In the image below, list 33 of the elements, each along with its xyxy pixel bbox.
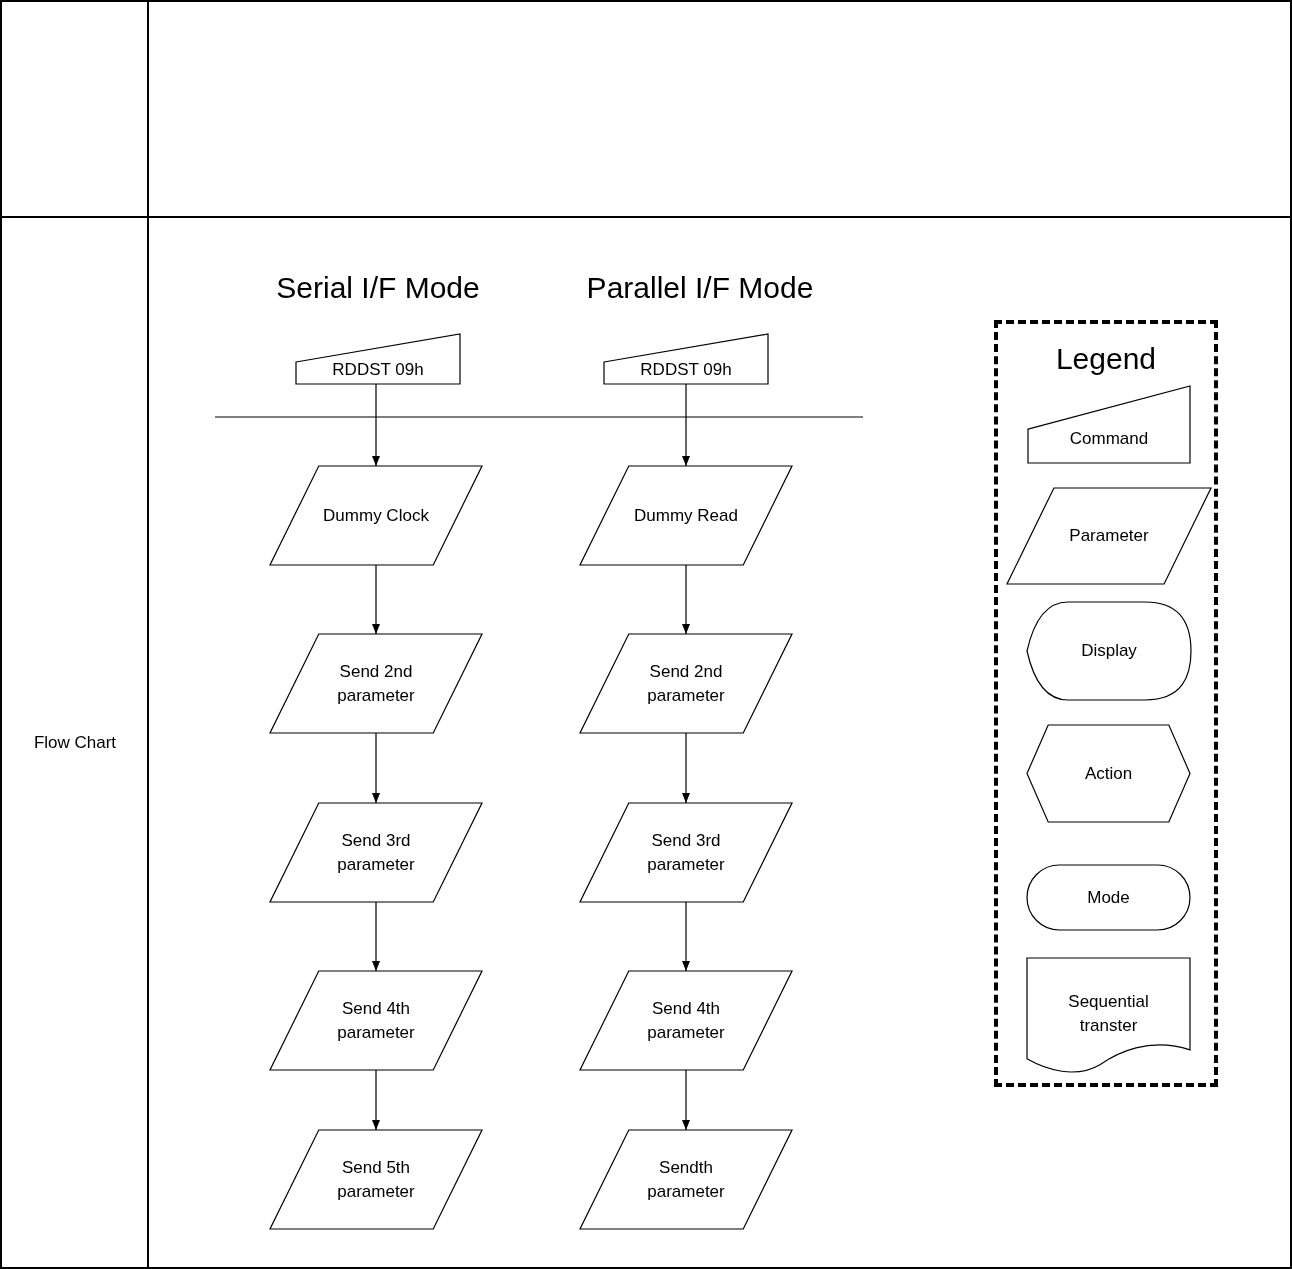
node-text: Send 5th parameter bbox=[336, 1156, 416, 1203]
node-text: Send 3rd parameter bbox=[646, 829, 726, 876]
node-text: Send 2nd parameter bbox=[646, 660, 726, 707]
node-text: RDDST 09h bbox=[332, 359, 424, 381]
node-text: Action bbox=[1084, 762, 1133, 785]
node-text: Mode bbox=[1087, 886, 1130, 909]
column-heading: Serial I/F Mode bbox=[276, 271, 480, 305]
node-text: Sendth parameter bbox=[646, 1156, 726, 1203]
node-text: Parameter bbox=[1069, 525, 1149, 547]
arrow bbox=[682, 564, 690, 635]
node-text: Send 4th parameter bbox=[336, 997, 416, 1044]
arrow bbox=[372, 732, 380, 804]
arrow bbox=[372, 901, 380, 972]
arrow bbox=[682, 1069, 690, 1131]
arrow bbox=[372, 1069, 380, 1131]
arrow bbox=[682, 383, 690, 467]
legend-title: Legend bbox=[1054, 342, 1158, 376]
legend-panel bbox=[994, 320, 1218, 1087]
node-text: Dummy Read bbox=[634, 504, 738, 527]
arrow bbox=[682, 901, 690, 972]
node-text: RDDST 09h bbox=[640, 359, 732, 381]
node-text: Display bbox=[1081, 640, 1137, 662]
arrow bbox=[682, 732, 690, 804]
node-text: Command bbox=[1069, 427, 1149, 450]
arrow bbox=[372, 383, 380, 467]
column-heading: Parallel I/F Mode bbox=[586, 271, 814, 305]
node-text: Send 3rd parameter bbox=[336, 829, 416, 876]
node-text: Dummy Clock bbox=[323, 504, 429, 527]
node-text: Send 2nd parameter bbox=[336, 660, 416, 707]
row-header: Flow Chart bbox=[33, 733, 117, 753]
node-text: Send 4th parameter bbox=[646, 997, 726, 1044]
arrow bbox=[372, 564, 380, 635]
node-text: Sequential transter bbox=[1067, 991, 1150, 1037]
